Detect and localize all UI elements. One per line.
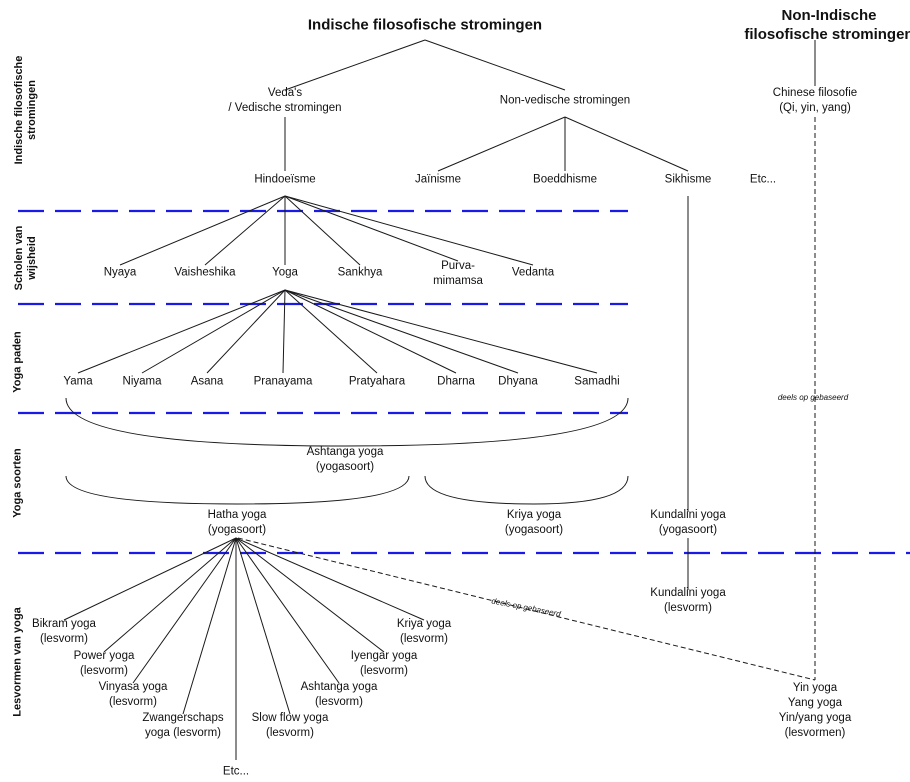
node-vinyasa-yoga: Vinyasa yoga (lesvorm) (98, 681, 168, 708)
node-vedas: Veda's / Vedische stromingen (228, 87, 342, 114)
node-yama: Yama (63, 375, 93, 388)
edge-nonvedic-3 (437, 116, 566, 172)
node-kundalini-yoga-lesson: Kundalini yoga (lesvorm) (650, 587, 726, 614)
node-etc-lesson-forms: Etc... (222, 765, 250, 778)
grouping-brackets (65, 397, 629, 505)
edge-nonvedic-5 (564, 116, 689, 172)
dashed-edge-hatha-to-yin-yang (237, 537, 816, 681)
node-hatha-yoga-type: Hatha yoga (yogasoort) (207, 509, 267, 536)
edge-hatha-31 (235, 537, 425, 621)
node-sankhya: Sankhya (337, 266, 383, 279)
edge-yoga-16 (284, 289, 378, 374)
bracket-hatha-group (65, 475, 410, 505)
node-bikram-yoga: Bikram yoga (lesvorm) (32, 618, 96, 645)
node-nyaya: Nyaya (103, 266, 137, 279)
edge-hinduism-10 (284, 195, 459, 262)
node-ashtanga-yoga-type: Ashtanga yoga (yogasoort) (306, 446, 384, 473)
node-kriya-yoga-type: Kriya yoga (yogasoort) (504, 509, 564, 536)
sidebar-label-schools-of-wisdom: Scholen van wijsheid (13, 225, 38, 291)
node-vedanta: Vedanta (511, 266, 555, 279)
edge-hatha-24 (103, 537, 237, 653)
edge-yoga-12 (77, 289, 286, 374)
node-hinduism: Hindoeïsme (254, 173, 316, 186)
bracket-ashtanga-group (65, 397, 629, 447)
node-kundalini-yoga-type: Kundalini yoga (yogasoort) (650, 509, 726, 536)
node-iyengar-yoga: Iyengar yoga (lesvorm) (350, 650, 418, 677)
node-dhyana: Dhyana (498, 375, 538, 388)
edge-yoga-18 (284, 289, 519, 374)
edge-hinduism-11 (284, 195, 534, 266)
node-vaisheshika: Vaisheshika (174, 266, 236, 279)
edge-hatha-25 (132, 537, 237, 684)
tree-edges (63, 39, 816, 760)
edge-hatha-26 (182, 537, 237, 715)
edge-hatha-28 (235, 537, 291, 715)
node-jainism: Jaïnisme (414, 173, 462, 186)
node-power-yoga: Power yoga (lesvorm) (73, 650, 135, 677)
node-dharna: Dharna (437, 375, 475, 388)
title-indian-philosophies: Indische filosofische stromingen (307, 16, 543, 34)
edge-yoga-17 (284, 289, 457, 374)
note-partly-based-on-right: deels op gebaseerd (777, 393, 849, 402)
edge-hatha-30 (235, 537, 385, 653)
node-samadhi: Samadhi (574, 375, 620, 388)
node-niyama: Niyama (122, 375, 162, 388)
edge-title-1 (424, 39, 566, 91)
edge-hinduism-9 (284, 195, 361, 266)
bracket-kriya-group (424, 475, 629, 505)
edge-title-0 (284, 39, 426, 91)
node-buddhism: Boeddhisme (533, 173, 597, 186)
node-asana: Asana (190, 375, 224, 388)
node-slow-flow-yoga: Slow flow yoga (lesvorm) (251, 712, 329, 739)
edge-hinduism-7 (204, 195, 286, 266)
title-non-indian-philosophies: Non-Indische filosofische stromingen (744, 7, 910, 43)
node-pranayama: Pranayama (253, 375, 313, 388)
node-purva-mimamsa: Purva- mimamsa (433, 260, 483, 287)
node-etc-religions: Etc... (749, 173, 777, 186)
node-pregnancy-yoga: Zwangerschaps yoga (lesvorm) (142, 712, 224, 739)
sidebar-label-yoga-types: Yoga soorten (11, 448, 24, 518)
node-sikhism: Sikhisme (664, 173, 712, 186)
edge-hatha-23 (63, 537, 237, 621)
sidebar-label-lesson-forms: Lesvormen van yoga (11, 607, 24, 717)
node-chinese-philosophy: Chinese filosofie (Qi, yin, yang) (772, 87, 858, 114)
edge-yoga-14 (206, 289, 286, 374)
sidebar-label-indian-philosophies: Indische filosofische stromingen (13, 55, 38, 165)
node-yoga: Yoga (272, 266, 298, 279)
node-ashtanga-yoga-lesson: Ashtanga yoga (lesvorm) (300, 681, 378, 708)
node-kriya-yoga-lesson: Kriya yoga (lesvorm) (396, 618, 452, 645)
edge-yoga-13 (141, 289, 286, 374)
sidebar-label-yoga-paths: Yoga paden (11, 331, 24, 393)
node-yin-yang-yoga: Yin yoga Yang yoga Yin/yang yoga (lesvor… (778, 682, 852, 739)
node-non-vedic: Non-vedische stromingen (499, 94, 631, 107)
edge-yoga-15 (282, 289, 286, 374)
edge-hatha-29 (235, 537, 340, 684)
edge-yoga-19 (284, 289, 598, 374)
node-pratyahara: Pratyahara (348, 375, 406, 388)
edge-hinduism-6 (119, 195, 286, 266)
